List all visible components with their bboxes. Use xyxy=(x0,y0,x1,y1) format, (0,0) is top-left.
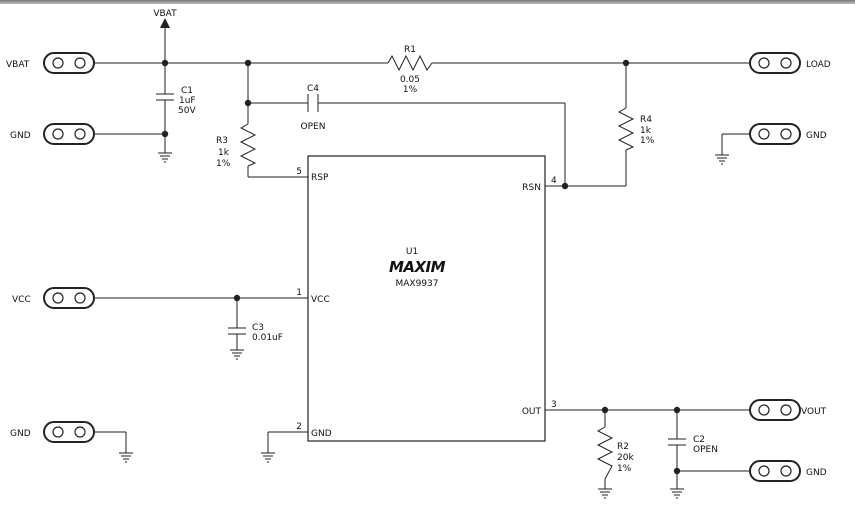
terminal-gnd-load-label: GND xyxy=(806,131,827,141)
terminal-vout[interactable]: VOUT xyxy=(749,399,827,421)
terminal-gnd-top-label: GND xyxy=(10,131,31,141)
ic-ref: U1 xyxy=(406,247,418,257)
r3-ref: R3 xyxy=(216,136,228,146)
pin-out-number: 3 xyxy=(551,400,557,410)
r4-tolerance: 1% xyxy=(640,136,655,146)
resistor-r4: R4 1k 1% xyxy=(617,107,655,151)
pin-gnd-number: 2 xyxy=(296,422,302,432)
pin-vcc-number: 1 xyxy=(296,288,302,298)
pin-rsp-number: 5 xyxy=(296,167,302,177)
capacitor-c2: C2 OPEN xyxy=(668,435,718,455)
pin-rsn-number: 4 xyxy=(551,176,557,186)
terminal-gnd-vout-label: GND xyxy=(806,468,827,478)
resistor-r2: R2 20k 1% xyxy=(596,426,634,480)
r4-value: 1k xyxy=(640,126,652,136)
c1-rating: 50V xyxy=(178,106,196,116)
r3-value: 1k xyxy=(218,148,230,158)
ic-part-number: MAX9937 xyxy=(396,279,439,289)
terminal-vbat-label: VBAT xyxy=(6,60,30,70)
c1-ref: C1 xyxy=(181,86,193,96)
r2-tolerance: 1% xyxy=(617,464,632,474)
terminal-gnd-top[interactable]: GND xyxy=(10,123,95,145)
r1-tolerance: 1% xyxy=(403,85,418,95)
c4-ref: C4 xyxy=(307,84,319,94)
vbat-supply-label: VBAT xyxy=(153,9,177,19)
wires xyxy=(94,28,750,489)
resistor-r3: R3 1k 1% xyxy=(216,123,257,169)
resistor-r1: R1 0.05 1% xyxy=(387,45,433,95)
c2-value: OPEN xyxy=(693,445,718,455)
r2-value: 20k xyxy=(617,453,634,463)
terminal-gnd-load[interactable]: GND xyxy=(749,123,827,145)
r1-value: 0.05 xyxy=(400,75,420,85)
terminal-vout-label: VOUT xyxy=(801,407,827,417)
maxim-logo: MAXIM xyxy=(389,258,446,276)
ic-body xyxy=(307,155,546,442)
terminal-vcc-label: VCC xyxy=(12,295,31,305)
c3-ref: C3 xyxy=(252,323,264,333)
ic-u1: U1 MAXIM MAX9937 5 1 2 4 3 RSP VCC GND R… xyxy=(296,155,557,442)
pin-out-name: OUT xyxy=(522,407,542,417)
pin-vcc-name: VCC xyxy=(311,295,330,305)
terminal-load[interactable]: LOAD xyxy=(749,52,831,74)
pin-rsp-name: RSP xyxy=(311,173,329,183)
terminal-vbat[interactable]: VBAT xyxy=(6,52,95,74)
capacitor-c3: C3 0.01uF xyxy=(228,323,283,343)
pin-rsn-name: RSN xyxy=(522,183,541,193)
capacitor-c4: C4 OPEN xyxy=(301,84,326,132)
r4-ref: R4 xyxy=(640,115,652,125)
r3-tolerance: 1% xyxy=(216,159,231,169)
c1-value: 1uF xyxy=(179,96,196,106)
window-top-bar xyxy=(0,0,855,4)
terminal-gnd-bottom-label: GND xyxy=(10,429,31,439)
c3-value: 0.01uF xyxy=(252,333,283,343)
r2-ref: R2 xyxy=(617,442,629,452)
pin-gnd-name: GND xyxy=(311,429,332,439)
capacitor-c1: C1 1uF 50V xyxy=(156,86,196,116)
c2-ref: C2 xyxy=(693,435,705,445)
terminal-gnd-bottom[interactable]: GND xyxy=(10,421,95,443)
vbat-supply-symbol: VBAT xyxy=(153,9,177,28)
terminal-gnd-vout[interactable]: GND xyxy=(749,460,827,482)
terminal-vcc[interactable]: VCC xyxy=(12,287,95,309)
c4-value: OPEN xyxy=(301,122,326,132)
junction-dots xyxy=(161,59,681,475)
terminal-load-label: LOAD xyxy=(806,60,831,70)
r1-ref: R1 xyxy=(404,45,416,55)
